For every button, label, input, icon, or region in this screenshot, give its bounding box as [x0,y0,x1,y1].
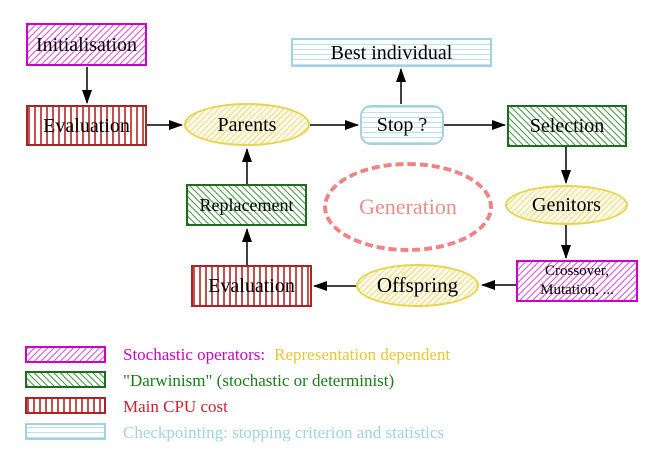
node-generation-dashed-ellipse: Generation [323,162,493,252]
node-crossover-line2: Mutation, ... [540,282,614,298]
legend-swatch-stochastic-operators [25,346,106,363]
node-generation-label: Generation [359,194,457,219]
legend-label-main-cpu-cost: Main CPU cost [123,397,228,416]
legend-label-representation-dependent: Representation dependent [274,345,451,364]
node-parents-label: Parents [217,113,277,136]
node-crossover-mutation: Crossover, Mutation, ... [516,260,638,302]
node-replacement: Replacement [186,184,307,226]
node-best-individual-label: Best individual [330,41,453,64]
legend-label-checkpointing: Checkpointing: stopping criterion and st… [123,423,445,442]
legend-swatch-checkpointing [25,423,106,440]
node-initialisation-label: Initialisation [35,33,138,56]
node-evaluation-bottom-label: Evaluation [208,275,295,297]
node-replacement-label: Replacement [199,195,294,215]
node-stop-label: Stop ? [376,114,428,136]
node-selection-label: Selection [529,115,605,137]
node-parents: Parents [184,103,310,146]
node-selection: Selection [507,105,627,147]
node-offspring-label: Offspring [376,273,459,297]
node-genitors-label: Genitors [532,194,601,216]
node-evaluation-top: Evaluation [26,105,147,146]
node-initialisation: Initialisation [26,23,147,66]
legend-label-stochastic-primary: Stochastic operators: [123,345,266,364]
node-evaluation-bottom: Evaluation [191,265,312,307]
legend-label-darwinism: "Darwinism" (stochastic or determinist) [123,371,395,390]
node-offspring: Offspring [356,264,479,307]
legend-swatch-darwinism [25,371,106,388]
legend-label-stochastic-operators: Stochastic operators: Representation depe… [123,346,450,364]
node-best-individual: Best individual [291,38,492,67]
legend-swatch-main-cpu-cost [25,397,106,414]
node-crossover-line1: Crossover, [545,263,609,280]
node-genitors: Genitors [505,185,628,225]
node-stop: Stop ? [360,105,444,145]
node-evaluation-top-label: Evaluation [43,114,130,137]
